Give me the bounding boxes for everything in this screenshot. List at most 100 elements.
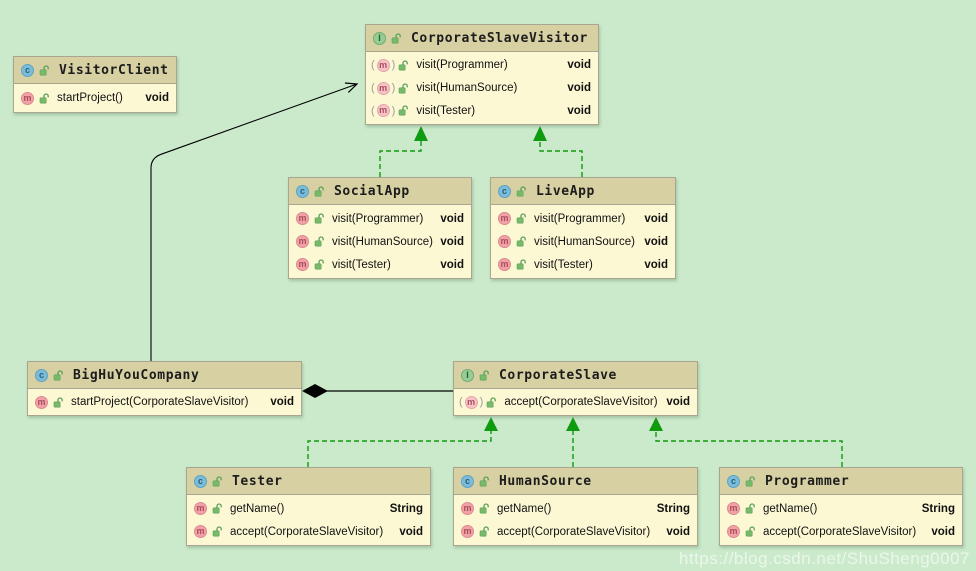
class-box-socialapp[interactable]: c SocialApp m visit(Programmer) void m v… [288, 177, 472, 279]
method-return-type: void [666, 525, 690, 538]
method-row[interactable]: m visit(Tester) void [289, 253, 471, 276]
class-members: m startProject() void [14, 84, 176, 112]
method-icon: m [296, 258, 309, 271]
method-row[interactable]: m getName() String [187, 497, 430, 520]
class-header[interactable]: c BigHuYouCompany [28, 362, 301, 389]
class-title: Tester [232, 473, 283, 489]
method-row[interactable]: (m) visit(Tester) void [366, 99, 598, 122]
method-row[interactable]: m getName() String [720, 497, 962, 520]
method-return-type: void [440, 212, 464, 225]
class-header[interactable]: c Programmer [720, 468, 962, 495]
edge-socialapp-implements-corporateslavevisitor[interactable] [379, 126, 428, 177]
public-lock-icon [479, 526, 489, 537]
class-box-programmer[interactable]: c Programmer m getName() String m accept… [719, 467, 963, 546]
class-header[interactable]: I CorporateSlaveVisitor [366, 25, 598, 52]
method-icon: m [21, 91, 34, 105]
method-icon: m [498, 235, 511, 248]
method-name: accept(CorporateSlaveVisitor) [504, 396, 658, 408]
class-header[interactable]: c SocialApp [289, 178, 471, 205]
method-row[interactable]: m visit(Programmer) void [491, 207, 675, 230]
public-lock-icon [314, 213, 324, 224]
interface-icon: I [373, 31, 386, 45]
method-row[interactable]: m visit(Programmer) void [289, 207, 471, 230]
method-name: visit(Tester) [416, 104, 476, 117]
edge-bighuyoucompany-uses-corporateslavevisitor[interactable] [150, 82, 359, 361]
class-box-visitorclient[interactable]: c VisitorClient m startProject() void [13, 56, 177, 113]
abstract-method-icon: m [376, 81, 390, 95]
realization-triangle-icon [414, 126, 428, 141]
class-header[interactable]: I CorporateSlave [454, 362, 697, 389]
method-icon: m [727, 502, 740, 515]
method-row[interactable]: (m) accept(CorporateSlaveVisitor) void [454, 391, 697, 413]
interface-icon: I [461, 368, 474, 382]
edge-humansource-implements-corporateslave[interactable] [566, 417, 580, 467]
public-lock-icon [516, 213, 526, 224]
class-header[interactable]: c HumanSource [454, 468, 697, 495]
method-return-type: void [666, 396, 690, 408]
method-row[interactable]: m startProject(CorporateSlaveVisitor) vo… [28, 391, 301, 413]
method-return-type: void [567, 59, 591, 72]
method-return-type: String [656, 502, 690, 515]
class-icon: c [461, 474, 474, 488]
method-name: accept(CorporateSlaveVisitor) [497, 525, 651, 538]
method-return-type: void [931, 525, 955, 538]
method-return-type: void [644, 258, 668, 271]
abstract-paren: ) [391, 104, 396, 117]
edge-tester-implements-corporateslave[interactable] [307, 417, 498, 467]
method-row[interactable]: m getName() String [454, 497, 697, 520]
edge-liveapp-implements-corporateslavevisitor[interactable] [533, 126, 583, 177]
class-title: Programmer [765, 473, 850, 489]
abstract-method-icon: m [464, 395, 478, 409]
public-lock-icon [399, 60, 409, 71]
class-icon: c [727, 474, 740, 488]
class-header[interactable]: c VisitorClient [14, 57, 176, 84]
method-name: visit(Programmer) [416, 59, 508, 72]
method-name: visit(HumanSource) [332, 235, 433, 248]
public-lock-icon [39, 64, 49, 76]
method-return-type: String [389, 502, 423, 515]
method-icon: m [461, 502, 474, 515]
method-return-type: void [270, 396, 294, 408]
method-name: visit(HumanSource) [534, 235, 635, 248]
class-box-tester[interactable]: c Tester m getName() String m accept(Cor… [186, 467, 431, 546]
public-lock-icon [399, 82, 409, 94]
edge-bighuyoucompany-composes-corporateslave[interactable] [302, 384, 453, 398]
class-box-liveapp[interactable]: c LiveApp m visit(Programmer) void m vis… [490, 177, 676, 279]
method-row[interactable]: m visit(HumanSource) void [491, 230, 675, 253]
interface-box-corporateslavevisitor[interactable]: I CorporateSlaveVisitor (m) visit(Progra… [365, 24, 599, 125]
method-row[interactable]: m accept(CorporateSlaveVisitor) void [720, 520, 962, 543]
class-title: HumanSource [499, 473, 592, 489]
public-lock-icon [745, 503, 755, 514]
method-row[interactable]: m accept(CorporateSlaveVisitor) void [454, 520, 697, 543]
method-icon: m [296, 212, 309, 225]
method-row[interactable]: (m) visit(HumanSource) void [366, 77, 598, 100]
interface-box-corporateslave[interactable]: I CorporateSlave (m) accept(CorporateSla… [453, 361, 698, 416]
method-row[interactable]: m visit(Tester) void [491, 253, 675, 276]
class-members: m visit(Programmer) void m visit(HumanSo… [289, 205, 471, 278]
class-box-humansource[interactable]: c HumanSource m getName() String m accep… [453, 467, 698, 546]
method-name: getName() [763, 502, 818, 515]
public-lock-icon [516, 185, 526, 197]
class-box-bighuyoucompany[interactable]: c BigHuYouCompany m startProject(Corpora… [27, 361, 302, 416]
method-return-type: void [440, 235, 464, 248]
class-members: m startProject(CorporateSlaveVisitor) vo… [28, 389, 301, 415]
method-row[interactable]: m accept(CorporateSlaveVisitor) void [187, 520, 430, 543]
method-row[interactable]: m visit(HumanSource) void [289, 230, 471, 253]
class-header[interactable]: c Tester [187, 468, 430, 495]
class-header[interactable]: c LiveApp [491, 178, 675, 205]
method-icon: m [498, 212, 511, 225]
method-row[interactable]: m startProject() void [14, 86, 176, 110]
method-name: startProject() [57, 92, 123, 104]
abstract-paren: ( [459, 396, 463, 408]
class-members: (m) visit(Programmer) void (m) visit(Hum… [366, 52, 598, 124]
abstract-method-icon: m [376, 58, 390, 72]
method-return-type: void [145, 92, 169, 104]
method-row[interactable]: (m) visit(Programmer) void [366, 54, 598, 77]
public-lock-icon [745, 526, 755, 537]
method-return-type: String [921, 502, 955, 515]
class-members: m visit(Programmer) void m visit(HumanSo… [491, 205, 675, 278]
method-return-type: void [440, 258, 464, 271]
public-lock-icon [212, 526, 222, 537]
edge-programmer-implements-corporateslave[interactable] [649, 417, 843, 467]
